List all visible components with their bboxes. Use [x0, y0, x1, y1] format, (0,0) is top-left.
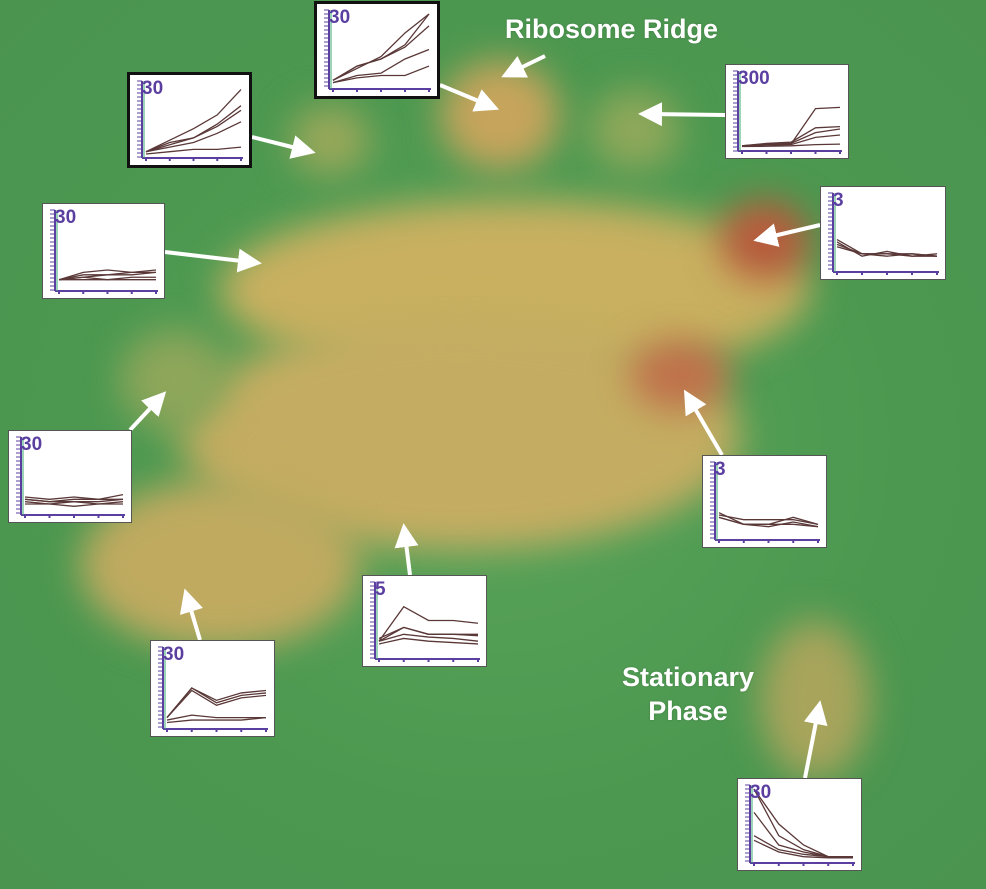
- arrow-center-bottom: [394, 523, 419, 576]
- inset-ymax-label: 300: [738, 68, 770, 89]
- arrow-right-middle: [683, 389, 724, 457]
- series-line: [166, 716, 267, 724]
- series-line: [378, 605, 479, 642]
- series-line: [753, 839, 853, 859]
- inset-plot: [324, 9, 431, 92]
- arrow-left-upper: [164, 248, 262, 273]
- stationary-label-line1: Stationary: [622, 662, 755, 692]
- series-line: [58, 269, 157, 281]
- inset-plot: [745, 784, 855, 866]
- ribosome-ridge-label: Ribosome Ridge: [505, 14, 719, 44]
- series-line: [718, 516, 819, 528]
- inset-plot: [710, 461, 820, 543]
- inset-chart-left-upper: 30: [42, 203, 165, 299]
- terrain-ribosome-peak: [440, 60, 560, 170]
- arrow-left-middle: [128, 391, 167, 432]
- series-line: [718, 514, 819, 525]
- inset-chart-top-center: 30: [314, 1, 440, 99]
- series-line: [332, 65, 430, 84]
- series-line: [741, 106, 841, 147]
- inset-ymax-label: 3: [833, 190, 844, 211]
- arrow-ribosome-label: [501, 54, 546, 78]
- inset-chart-top-left: 30: [127, 72, 252, 168]
- series-line: [378, 637, 479, 645]
- series-line: [718, 512, 819, 525]
- inset-ymax-label: 30: [55, 207, 77, 228]
- series-line: [741, 128, 841, 147]
- series-line: [741, 143, 841, 148]
- series-line: [145, 89, 242, 153]
- inset-plot: [158, 646, 268, 732]
- series-line: [166, 687, 267, 719]
- series-line: [378, 633, 479, 642]
- inset-plot: [733, 70, 842, 154]
- arrow-top-center: [439, 83, 500, 112]
- series-line: [332, 25, 430, 81]
- series-line: [166, 689, 267, 719]
- inset-ymax-label: 30: [750, 782, 772, 803]
- series-line: [332, 48, 430, 84]
- inset-chart-left-middle: 30: [8, 430, 132, 523]
- arrow-stationary: [803, 700, 828, 779]
- inset-plot: [137, 80, 243, 161]
- series-line: [145, 146, 242, 155]
- series-line: [24, 501, 124, 505]
- series-line: [332, 13, 430, 81]
- inset-plot: [828, 192, 939, 275]
- series-line: [166, 714, 266, 721]
- inset-ymax-label: 30: [21, 434, 43, 455]
- series-line: [753, 835, 854, 859]
- arrow-right: [753, 223, 821, 247]
- series-line: [836, 243, 937, 257]
- terrain-stationary-peak: [760, 620, 870, 780]
- series-line: [145, 109, 242, 153]
- series-line: [741, 134, 841, 147]
- inset-chart-bottom-left: 30: [150, 640, 275, 737]
- inset-ymax-label: 30: [142, 78, 164, 99]
- series-line: [145, 121, 242, 153]
- terrain-northeast-peak: [590, 90, 680, 170]
- arrow-top-right: [638, 102, 726, 127]
- inset-chart-bottom-right: 30: [737, 778, 862, 871]
- terrain-summit-middle: [630, 340, 730, 410]
- inset-ymax-label: 30: [163, 644, 185, 665]
- series-line: [378, 626, 479, 640]
- inset-ymax-label: 5: [375, 579, 386, 600]
- inset-plot: [16, 436, 125, 518]
- arrow-top-left: [251, 135, 316, 159]
- terrain-west-peak: [120, 330, 230, 430]
- inset-ymax-label: 3: [715, 459, 726, 480]
- series-line: [836, 246, 938, 257]
- inset-chart-top-right: 300: [725, 64, 849, 159]
- stationary-phase-label: Stationary Phase: [622, 660, 754, 728]
- inset-chart-right: 3: [820, 186, 946, 280]
- arrow-bottom-left: [179, 588, 203, 641]
- inset-chart-right-middle: 3: [702, 455, 827, 548]
- stationary-label-line2: Phase: [648, 696, 728, 726]
- inset-plot: [50, 209, 158, 294]
- series-line: [24, 494, 124, 500]
- series-line: [25, 503, 123, 507]
- inset-chart-center-bottom: 5: [362, 575, 487, 667]
- inset-ymax-label: 30: [329, 7, 351, 28]
- inset-plot: [370, 581, 480, 662]
